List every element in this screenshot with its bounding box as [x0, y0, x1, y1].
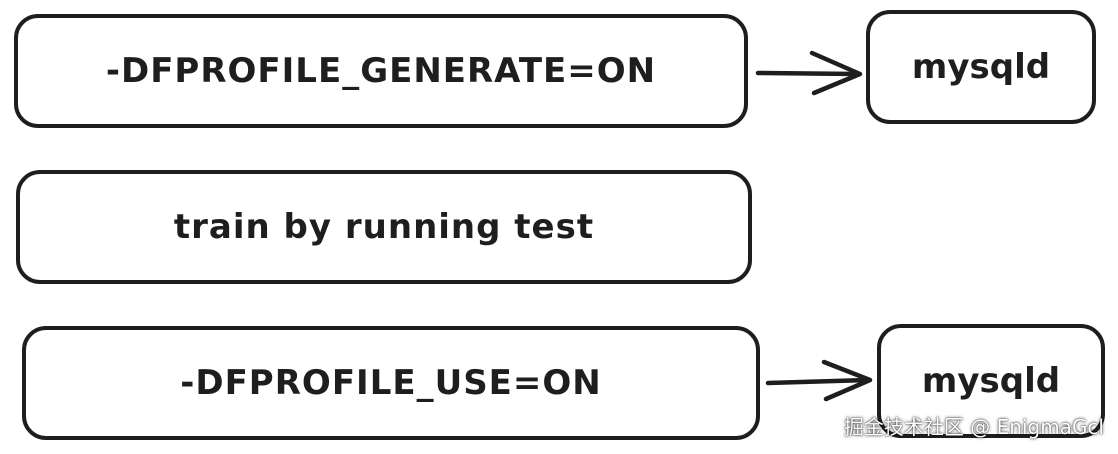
mysqld-output-box-2: mysqld	[877, 324, 1105, 438]
mysqld-output-label-2: mysqld	[921, 361, 1061, 401]
mysqld-output-label-1: mysqld	[911, 47, 1051, 87]
step-train-label: train by running test	[173, 207, 595, 247]
step-generate-box: -DFPROFILE_GENERATE=ON	[14, 14, 748, 128]
watermark: 掘金技术社区 @ EnigmaGcl	[843, 415, 1104, 439]
arrow-head-1	[809, 50, 863, 96]
step-use-box: -DFPROFILE_USE=ON	[22, 326, 760, 440]
arrow-shaft-2	[765, 377, 871, 386]
mysqld-output-box-1: mysqld	[866, 10, 1096, 124]
step-train-box: train by running test	[16, 170, 752, 284]
arrow-generate-to-mysqld	[755, 50, 863, 96]
step-generate-label: -DFPROFILE_GENERATE=ON	[105, 51, 657, 91]
step-use-label: -DFPROFILE_USE=ON	[180, 363, 602, 403]
arrow-shaft-1	[755, 70, 861, 77]
arrow-use-to-mysqld	[765, 359, 873, 402]
arrow-head-2	[821, 359, 873, 402]
